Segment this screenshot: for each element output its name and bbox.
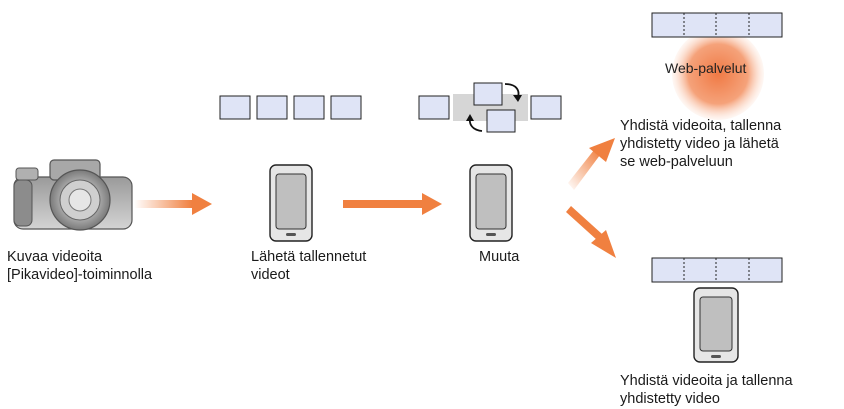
smartphone-icon — [469, 164, 513, 242]
web-service-icon — [651, 12, 783, 120]
web-label-line1: Yhdistä videoita, tallenna — [620, 118, 782, 134]
record-step-label: Kuvaa videoita [Pikavideo]-toiminnolla — [7, 248, 152, 284]
smartphone-icon — [269, 164, 313, 242]
send-label-line2: videot — [251, 267, 290, 283]
arrow-edit-to-save — [566, 206, 616, 258]
edit-step-label: Muuta — [479, 249, 520, 265]
record-label-line2: [Pikavideo]-toiminnolla — [7, 267, 153, 283]
video-frame-strip-edit — [418, 82, 562, 133]
web-step-label: Yhdistä videoita, tallenna yhdistetty vi… — [620, 117, 781, 171]
camera-icon — [13, 159, 133, 231]
record-label-line1: Kuvaa videoita — [7, 249, 103, 265]
smartphone-icon — [693, 287, 739, 363]
web-label-line3: se web-palveluun — [620, 154, 733, 170]
web-label-line2: yhdistetty video ja lähetä — [620, 136, 779, 152]
send-step-label: Lähetä tallennetut videot — [251, 248, 366, 284]
arrow-record-to-send — [134, 193, 212, 215]
send-label-line1: Lähetä tallennetut — [251, 249, 367, 265]
save-step-label: Yhdistä videoita ja tallenna yhdistetty … — [620, 372, 793, 408]
arrow-send-to-edit — [343, 193, 442, 215]
web-service-label: Web-palvelut — [665, 60, 747, 76]
save-label-line2: yhdistetty video — [620, 391, 720, 407]
video-frame-strip-send — [219, 95, 362, 120]
swap-arrows-icon — [466, 83, 522, 132]
arrow-edit-to-web — [568, 138, 615, 190]
video-frame-strip-save — [651, 257, 783, 283]
save-label-line1: Yhdistä videoita ja tallenna — [620, 373, 793, 389]
